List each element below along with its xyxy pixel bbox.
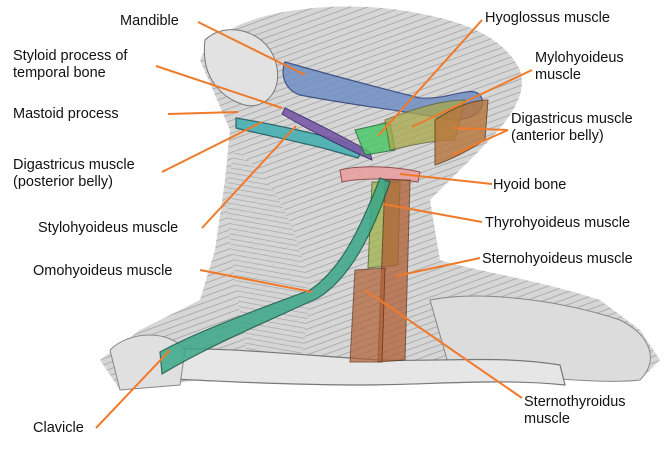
label-digastric-posterior: Digastricus muscle (posterior belly) [13, 157, 135, 191]
label-sternothyroid: Sternothyroidus muscle [524, 394, 626, 428]
sternothyroid-shape [350, 268, 385, 362]
label-mandible: Mandible [120, 13, 179, 30]
label-thyrohyoid: Thyrohyoideus muscle [485, 215, 630, 232]
label-omohyoid: Omohyoideus muscle [33, 263, 172, 280]
label-clavicle: Clavicle [33, 420, 84, 437]
label-mylohyoid: Mylohyoideus muscle [535, 50, 624, 84]
label-hyoglossus: Hyoglossus muscle [485, 10, 610, 27]
label-mastoid-process: Mastoid process [13, 106, 119, 123]
label-digastric-anterior: Digastricus muscle (anterior belly) [511, 111, 633, 145]
label-styloid-process: Styloid process of temporal bone [13, 48, 127, 82]
label-hyoid-bone: Hyoid bone [493, 177, 566, 194]
label-stylohyoid: Stylohyoideus muscle [38, 220, 178, 237]
label-sternohyoid: Sternohyoideus muscle [482, 251, 633, 268]
